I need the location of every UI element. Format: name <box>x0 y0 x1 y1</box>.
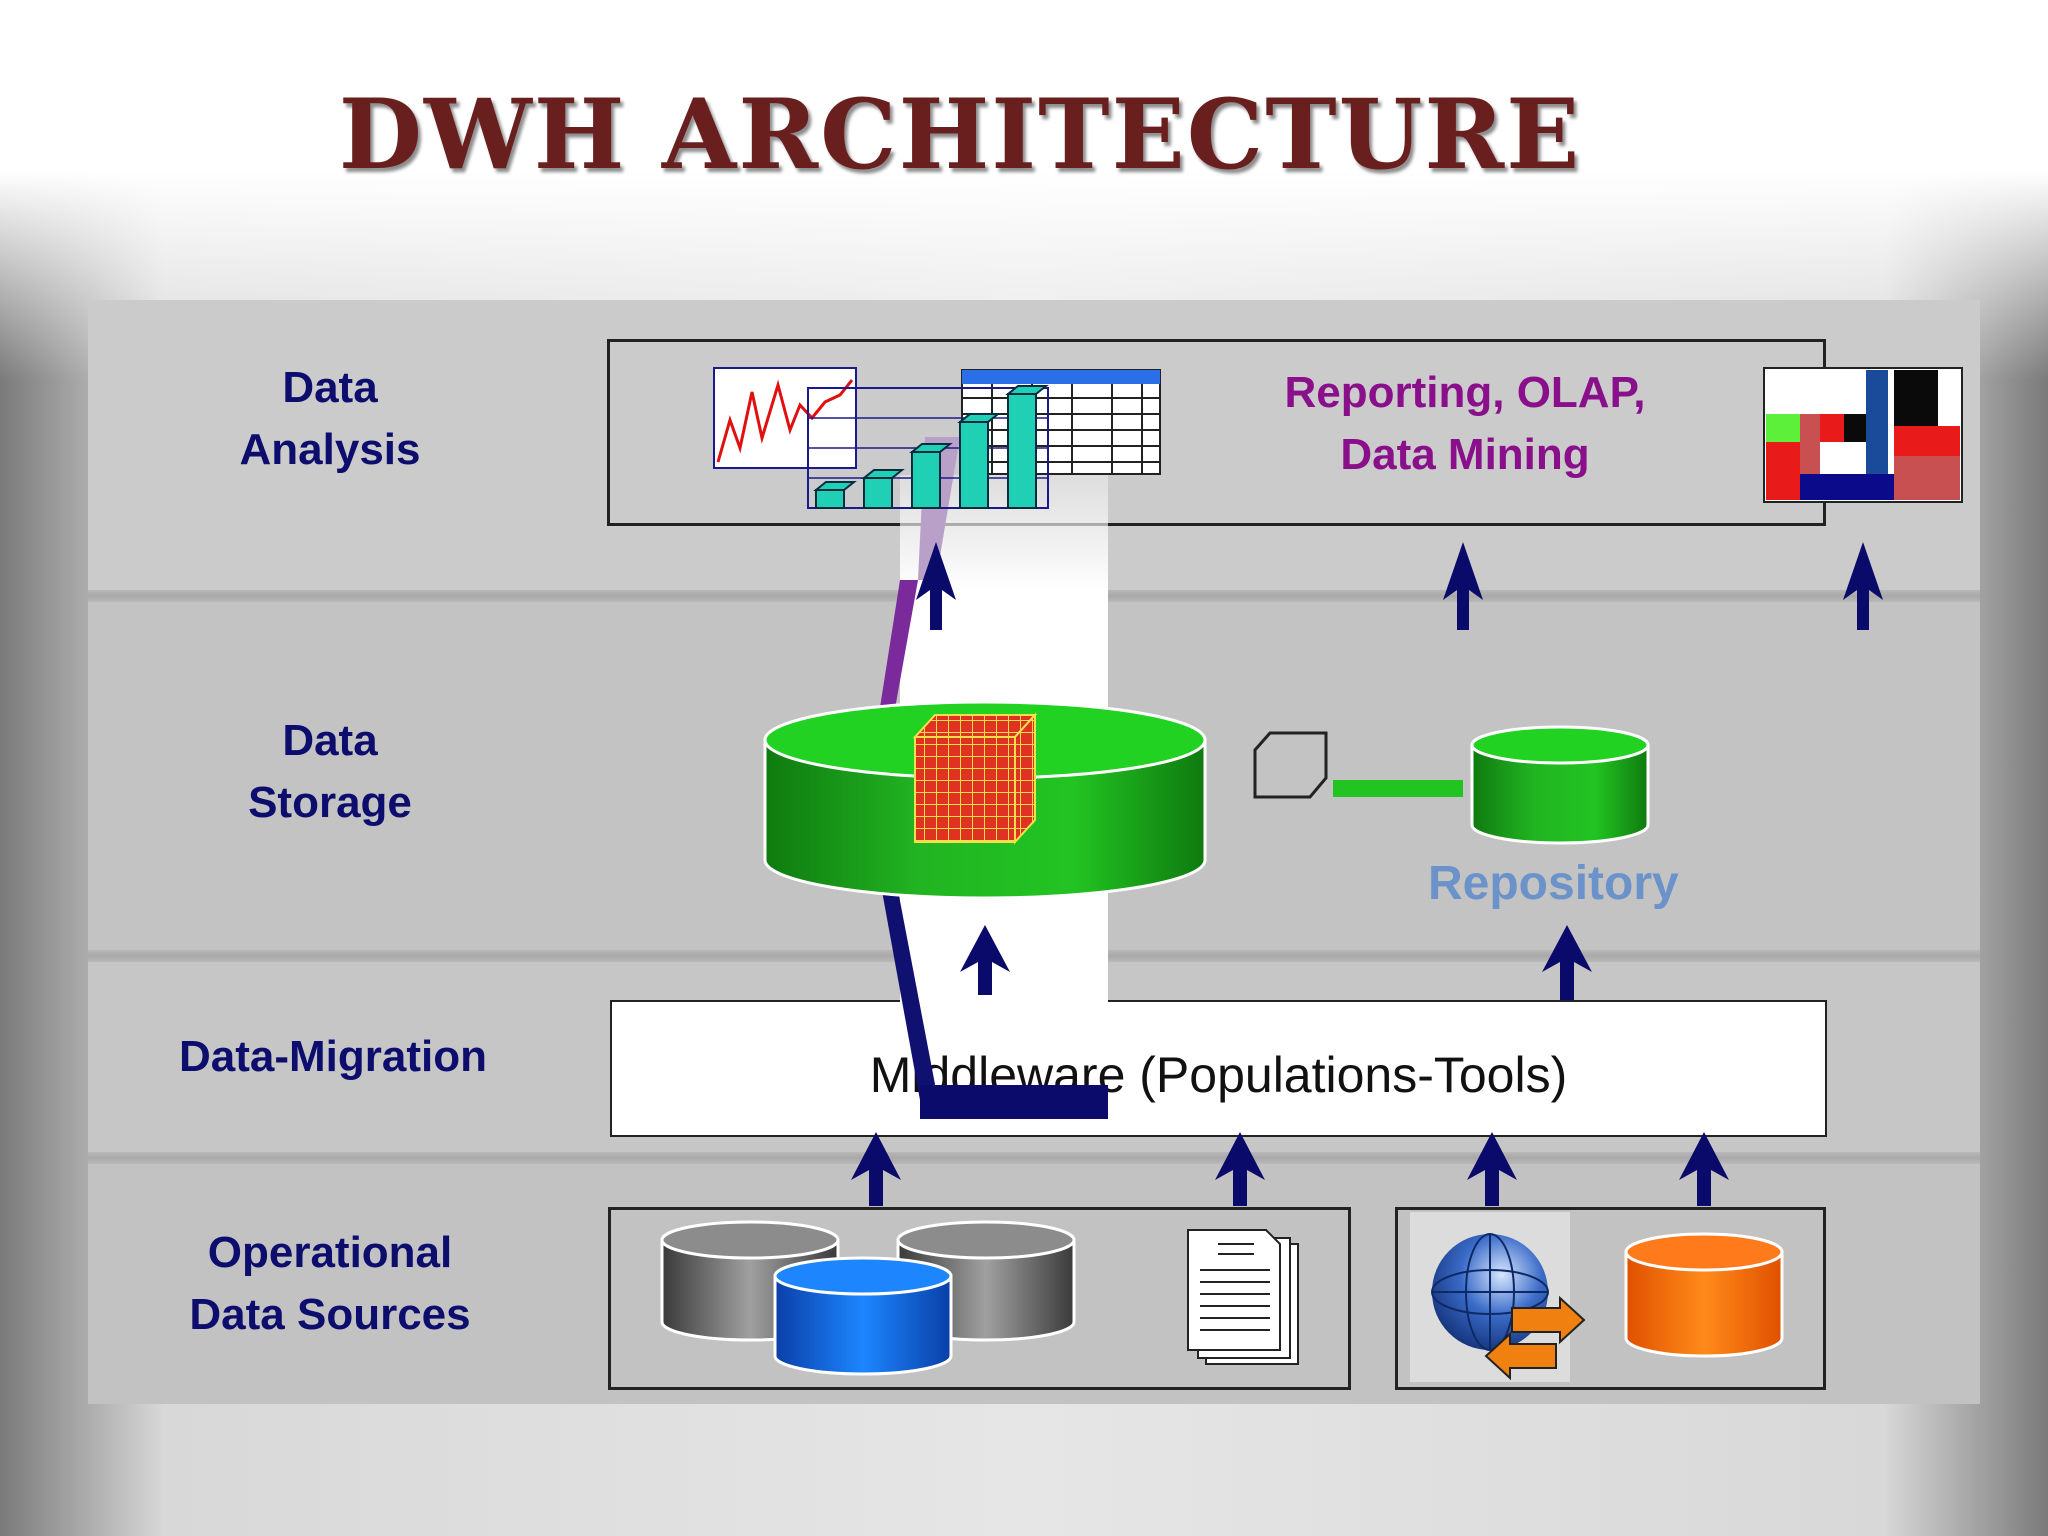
repository-label: Repository <box>1428 857 1679 910</box>
arrow-up-icon <box>1542 925 1592 1000</box>
arrow-up-icon <box>1467 1132 1517 1206</box>
bar-chart-icon <box>807 385 1049 509</box>
repository-database-icon <box>1470 725 1650 845</box>
orange-database-icon <box>1624 1232 1784 1358</box>
reporting-label: Reporting, OLAP,Data Mining <box>1284 368 1646 479</box>
data-flow-line <box>878 437 1108 1119</box>
heatmap-icon <box>1763 367 1963 503</box>
spreadsheet-icon <box>961 369 1161 475</box>
source-box-databases <box>608 1207 1351 1390</box>
exchange-arrows-icon <box>1484 1295 1586 1381</box>
arrow-up-icon <box>1843 542 1883 630</box>
source-box-external <box>1395 1207 1826 1390</box>
metadata-card-icon <box>1253 731 1328 799</box>
layer-label-migration: Data-Migration <box>179 1032 487 1081</box>
arrow-up-icon <box>1215 1132 1265 1206</box>
arrow-up-icon <box>1679 1132 1729 1206</box>
arrow-up-icon <box>851 1132 901 1206</box>
arrow-up-icon <box>1443 542 1483 630</box>
page-title: DWH ARCHITECTURE <box>338 78 1582 191</box>
arrow-up-icon <box>916 542 956 630</box>
flow-arrows <box>851 542 1883 1206</box>
middleware-box <box>610 1000 1827 1137</box>
document-stack-icon <box>1187 1229 1299 1365</box>
repository-connector <box>1333 780 1463 797</box>
olap-cube-icon <box>912 712 1038 845</box>
blue-database-icon <box>773 1256 953 1376</box>
arrow-up-icon <box>960 925 1010 995</box>
